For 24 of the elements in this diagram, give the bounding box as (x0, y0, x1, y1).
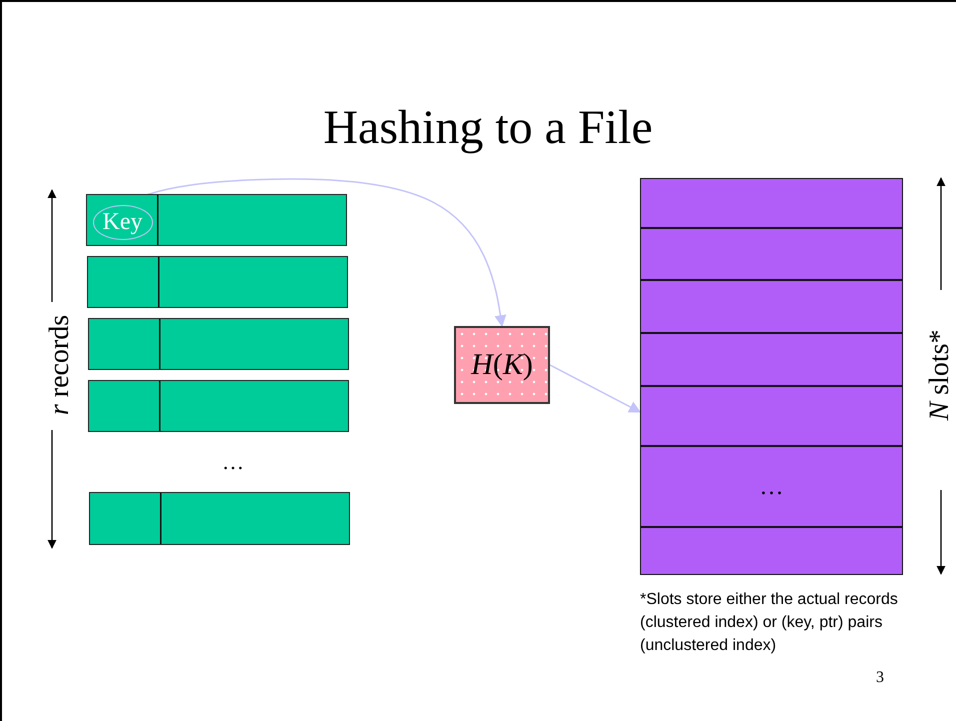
dimension-label: r records (46, 314, 74, 416)
record-bar (88, 380, 349, 432)
hash-function-label: H(K) (471, 350, 533, 380)
hash-slot (640, 446, 903, 527)
ellipsis: … (222, 451, 244, 473)
key-ellipse (92, 204, 152, 240)
record-bar (86, 194, 347, 246)
hash-function-box (454, 326, 550, 404)
key-label: Key (102, 210, 142, 234)
hash-slot (640, 527, 903, 575)
page-number: 3 (876, 670, 884, 686)
hash-slot (640, 333, 903, 386)
record-bar (88, 318, 349, 370)
hash-slot (640, 178, 903, 228)
hash-slot (640, 386, 903, 446)
hash-slot (640, 280, 903, 333)
record-bar (89, 492, 350, 545)
footnote: *Slots store either the actual records (clustered index) or (key, ptr) pairs (unclustered index) (640, 590, 899, 656)
record-bar (87, 256, 348, 308)
title: Hashing to a File (322, 100, 654, 156)
hash-slot (640, 228, 903, 280)
ellipsis: … (760, 474, 784, 498)
dimension-label: N slots* (926, 329, 954, 421)
arrow (550, 364, 642, 413)
